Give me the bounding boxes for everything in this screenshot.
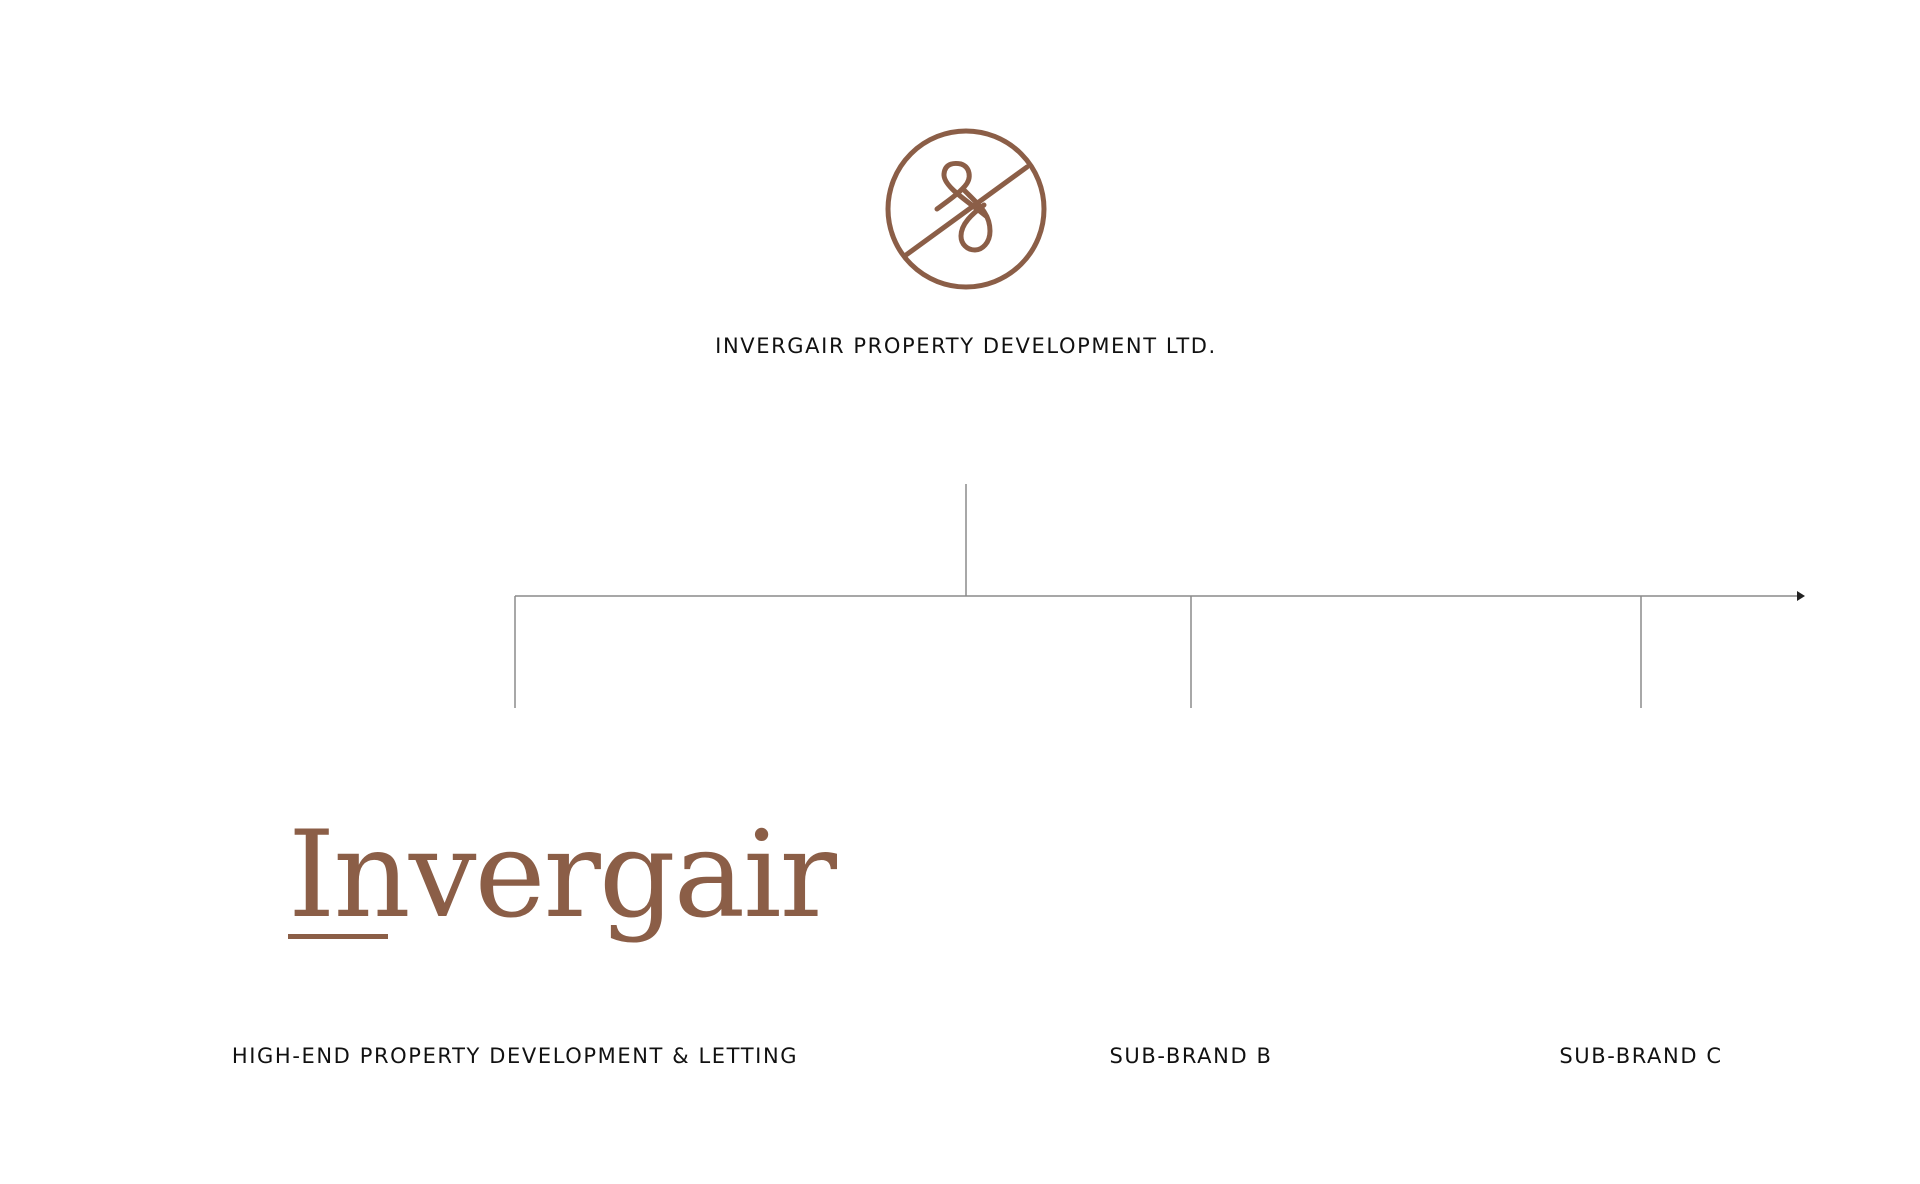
wordmark-underline	[288, 934, 388, 939]
child-label-1: HIGH-END PROPERTY DEVELOPMENT & LETTING	[231, 1044, 799, 1068]
arrow-right-icon	[1797, 591, 1805, 601]
parent-company-name: INVERGAIR PROPERTY DEVELOPMENT LTD.	[715, 334, 1217, 358]
child-label-2: SUB-BRAND B	[1109, 1044, 1273, 1068]
hierarchy-connectors	[514, 484, 1797, 708]
wordmark-text: Invergair	[288, 806, 838, 945]
ampersand-monogram-icon	[885, 128, 1047, 290]
child-label-3: SUB-BRAND C	[1559, 1044, 1723, 1068]
invergair-wordmark: Invergair	[288, 806, 840, 945]
